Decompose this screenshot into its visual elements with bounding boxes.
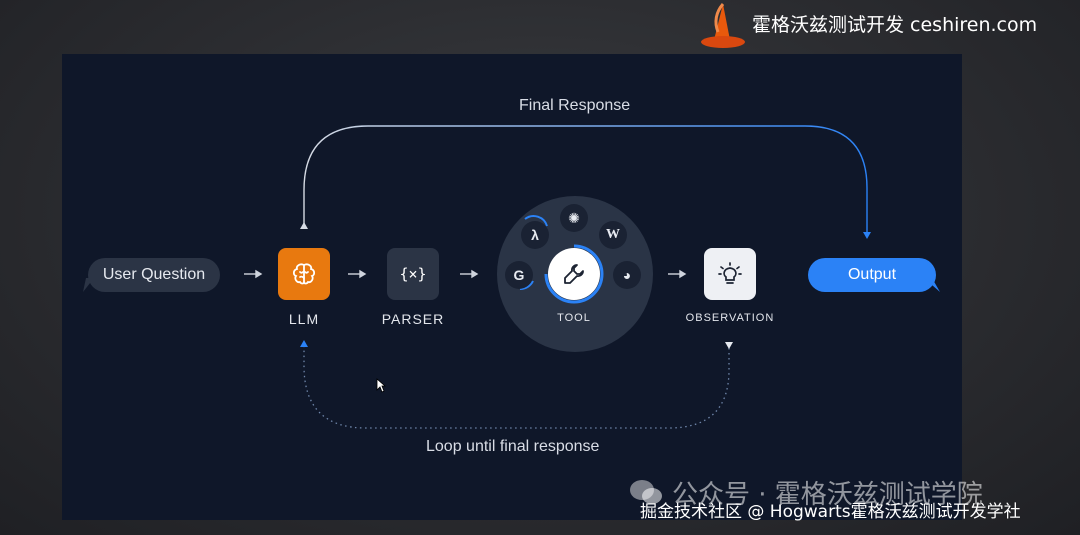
brand-header bbox=[700, 0, 1070, 52]
wikipedia-icon: W bbox=[599, 221, 627, 249]
watermark-wechat: 公众号 · 霍格沃兹测试学院 bbox=[672, 480, 983, 510]
output-tail bbox=[924, 278, 940, 292]
wizard-hat-icon bbox=[701, 3, 745, 48]
brain-icon bbox=[292, 263, 316, 285]
variable-braces-icon: {×} bbox=[399, 265, 427, 283]
brand-text: 霍格沃兹测试开发 ceshiren.com bbox=[752, 14, 1038, 36]
google-icon: G bbox=[505, 261, 533, 289]
parser-node: {×} bbox=[387, 248, 439, 300]
loop-label: Loop until final response bbox=[426, 438, 600, 455]
lightbulb-icon bbox=[718, 262, 742, 284]
watermark-juejin: 掘金技术社区 @ Hogwarts霍格沃兹测试开发学社 bbox=[640, 502, 1021, 522]
wrench-icon bbox=[564, 264, 584, 284]
observation-node bbox=[704, 248, 756, 300]
mouse-cursor-icon bbox=[376, 378, 386, 393]
final-response-label: Final Response bbox=[519, 97, 631, 114]
loop-arrowhead-observation bbox=[725, 342, 733, 349]
openai-icon: ✺ bbox=[560, 204, 588, 232]
llm-caption: LLM bbox=[288, 311, 320, 327]
parser-caption: PARSER bbox=[381, 311, 445, 327]
wechat-icon bbox=[630, 480, 662, 504]
final-response-connector bbox=[303, 125, 868, 232]
duckduckgo-icon: ◕ bbox=[613, 261, 641, 289]
lambda-icon: λ bbox=[521, 221, 549, 249]
observation-caption: OBSERVATION bbox=[685, 312, 775, 324]
final-response-arrowhead-llm bbox=[300, 222, 308, 229]
final-response-arrowhead-output bbox=[863, 232, 871, 239]
user-question-bubble: User Question bbox=[88, 258, 220, 292]
output-bubble: Output bbox=[808, 258, 936, 292]
llm-node bbox=[278, 248, 330, 300]
loop-arrowhead-llm bbox=[300, 340, 308, 347]
tool-caption: TOOL bbox=[557, 312, 591, 324]
